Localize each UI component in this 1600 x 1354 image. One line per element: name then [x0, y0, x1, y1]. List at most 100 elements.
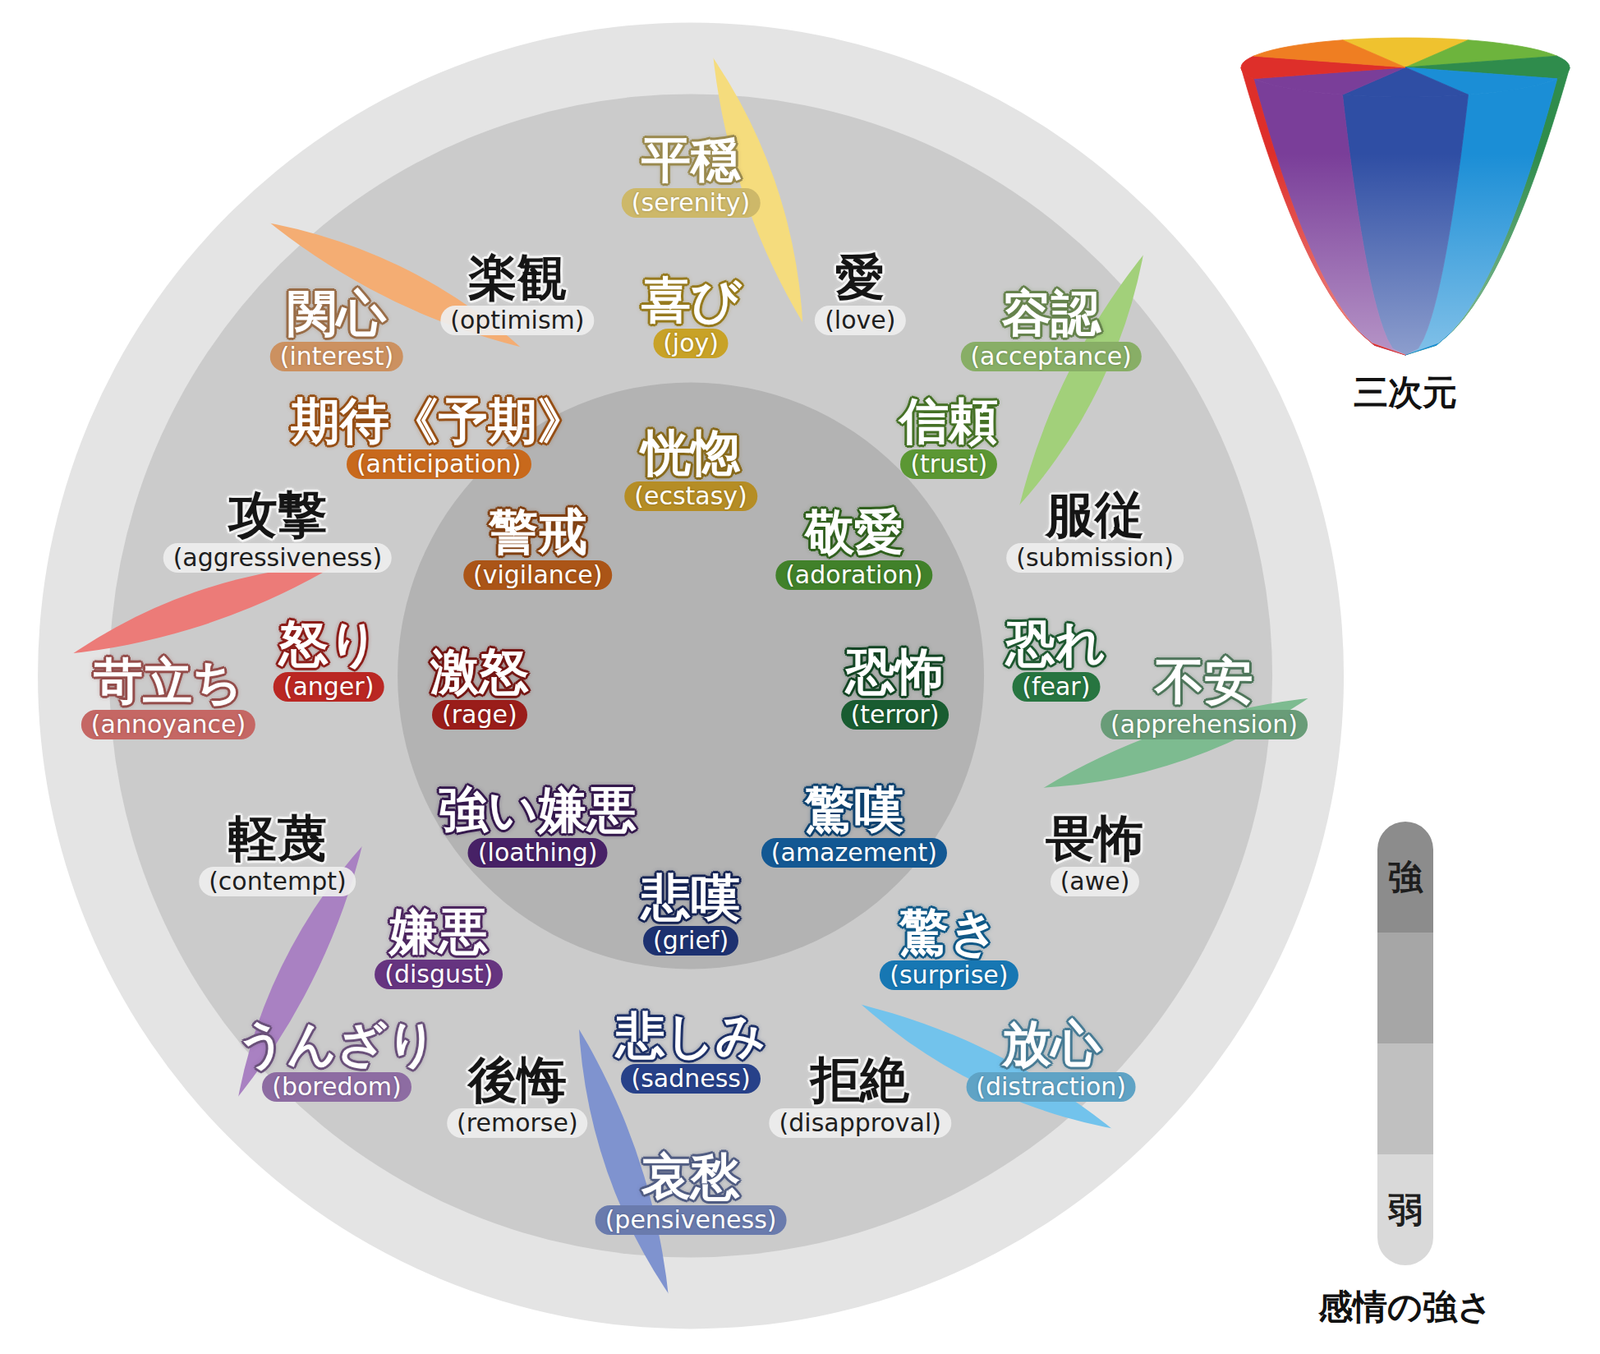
emotion-band: 敬愛(adoration)	[775, 505, 933, 590]
emotion-name: 悲嘆	[641, 871, 741, 924]
petal-band	[578, 675, 804, 1324]
legend-entry: 弱	[1388, 1190, 1423, 1228]
petal-band	[152, 595, 771, 1214]
legend-text: 弱	[1388, 1190, 1423, 1228]
emotion-name: 恐れ	[1006, 617, 1106, 670]
emotion-name: うんざり	[236, 1017, 437, 1070]
emotion-english: (fear)	[1011, 671, 1100, 702]
emotion-band: 恐怖(terror)	[841, 645, 950, 730]
petal-band	[152, 595, 771, 1214]
emotion-band: 平穏(serenity)	[621, 133, 761, 218]
emotion-english: (ecstasy)	[624, 481, 758, 511]
legend-swatch	[1377, 1154, 1434, 1265]
caption-label: 三次元	[1353, 373, 1458, 412]
emotion-name: 哀愁	[641, 1150, 741, 1203]
emotion-petal	[152, 137, 771, 756]
emotion-name: 怒り	[279, 617, 379, 670]
emotion-english: (pensiveness)	[595, 1204, 787, 1235]
petal-band	[611, 137, 1229, 756]
emotion-band: 嫌悪(disgust)	[374, 905, 503, 989]
emotion-english: (acceptance)	[960, 341, 1141, 372]
emotion-band: 驚き(surprise)	[879, 905, 1018, 990]
emotion-name: 激怒	[430, 645, 529, 698]
intensity-step	[1377, 932, 1434, 1044]
petal-band	[690, 562, 1339, 788]
emotion-name: 期待《予期》	[290, 395, 587, 447]
emotion-english: (boredom)	[262, 1071, 412, 1102]
dyad-label: 後悔(remorse)	[446, 1053, 589, 1138]
cone-3d	[1241, 37, 1570, 355]
emotion-english: (grief)	[643, 925, 739, 956]
petal-band	[690, 562, 1339, 788]
emotion-english: (apprehension)	[1100, 709, 1308, 740]
emotion-band: 悲しみ(sadness)	[616, 1009, 766, 1094]
emotion-band: 驚嘆(amazement)	[761, 783, 948, 868]
emotion-name: 放心	[1002, 1017, 1101, 1070]
dyad-label: 攻撃(aggressiveness)	[163, 488, 393, 573]
dyad-english: (remorse)	[446, 1108, 589, 1138]
emotion-english: (loathing)	[468, 837, 608, 868]
petal-band	[578, 675, 804, 1324]
dyad-name: 攻撃	[228, 488, 327, 541]
emotion-band: 不安(apprehension)	[1100, 655, 1308, 740]
emotion-name: 恐怖	[845, 645, 945, 698]
dyad-english: (awe)	[1050, 866, 1141, 897]
emotion-english: (rage)	[432, 699, 528, 730]
petal-band	[611, 595, 1229, 1214]
emotion-petal	[611, 137, 1229, 756]
emotion-english: (serenity)	[621, 188, 761, 218]
intensity-step	[1377, 1043, 1434, 1155]
emotion-name: 喜び	[641, 274, 741, 327]
emotion-english: (surprise)	[879, 960, 1018, 990]
emotion-name: 関心	[287, 287, 387, 340]
dyad-english: (aggressiveness)	[163, 542, 393, 573]
emotion-petal	[690, 562, 1339, 788]
dyad-name: 愛	[835, 251, 885, 304]
emotion-band: うんざり(boredom)	[236, 1017, 437, 1102]
emotion-band: 放心(distraction)	[965, 1017, 1136, 1102]
petal-band	[152, 595, 771, 1214]
emotion-band: 関心(interest)	[270, 287, 405, 372]
emotion-band: 信頼(trust)	[899, 395, 998, 479]
emotion-band: 強い嫌悪(loathing)	[438, 783, 637, 868]
intensity-bar	[1377, 821, 1434, 1265]
petal-band	[611, 595, 1229, 1214]
dyad-label: 畏怖(awe)	[1045, 812, 1145, 897]
emotion-english: (trust)	[900, 449, 998, 479]
emotion-english: (anger)	[273, 671, 385, 702]
emotion-band: 喜び(joy)	[641, 274, 741, 359]
emotion-name: 信頼	[899, 395, 998, 447]
emotion-name: 強い嫌悪	[438, 783, 637, 836]
dyad-english: (love)	[814, 305, 906, 336]
legend-text: 強	[1388, 857, 1423, 896]
dyad-name: 拒絶	[810, 1053, 910, 1106]
petal-band	[611, 595, 1229, 1214]
emotion-english: (disgust)	[374, 959, 503, 989]
dyad-name: 畏怖	[1045, 812, 1145, 865]
dyad-english: (contempt)	[198, 866, 357, 897]
emotion-name: 悲しみ	[616, 1009, 766, 1062]
cone-top	[1253, 40, 1406, 68]
cone-shade	[1241, 67, 1570, 355]
petal-band	[42, 562, 691, 788]
emotion-english: (terror)	[841, 699, 950, 730]
petal-band	[611, 137, 1229, 756]
petal-band	[42, 562, 691, 788]
emotion-name: 驚き	[899, 905, 999, 958]
emotion-name: 苛立ち	[93, 655, 243, 708]
dyad-name: 楽観	[468, 251, 567, 304]
dyad-name: 服従	[1045, 488, 1145, 541]
emotion-band: 苛立ち(annoyance)	[81, 655, 256, 740]
emotion-band: 期待《予期》(anticipation)	[290, 395, 587, 479]
petal-band	[152, 137, 771, 756]
dyad-label: 拒絶(disapproval)	[769, 1053, 952, 1138]
dyad-english: (disapproval)	[769, 1108, 952, 1138]
caption: 感情の強さ	[1318, 1287, 1493, 1326]
emotion-petal	[152, 595, 771, 1214]
petal-band	[690, 562, 1339, 788]
emotion-name: 恍惚	[641, 427, 741, 479]
dyad-label: 服従(submission)	[1006, 488, 1184, 573]
emotion-name: 容認	[1002, 287, 1101, 340]
grey-ring	[109, 93, 1273, 1257]
